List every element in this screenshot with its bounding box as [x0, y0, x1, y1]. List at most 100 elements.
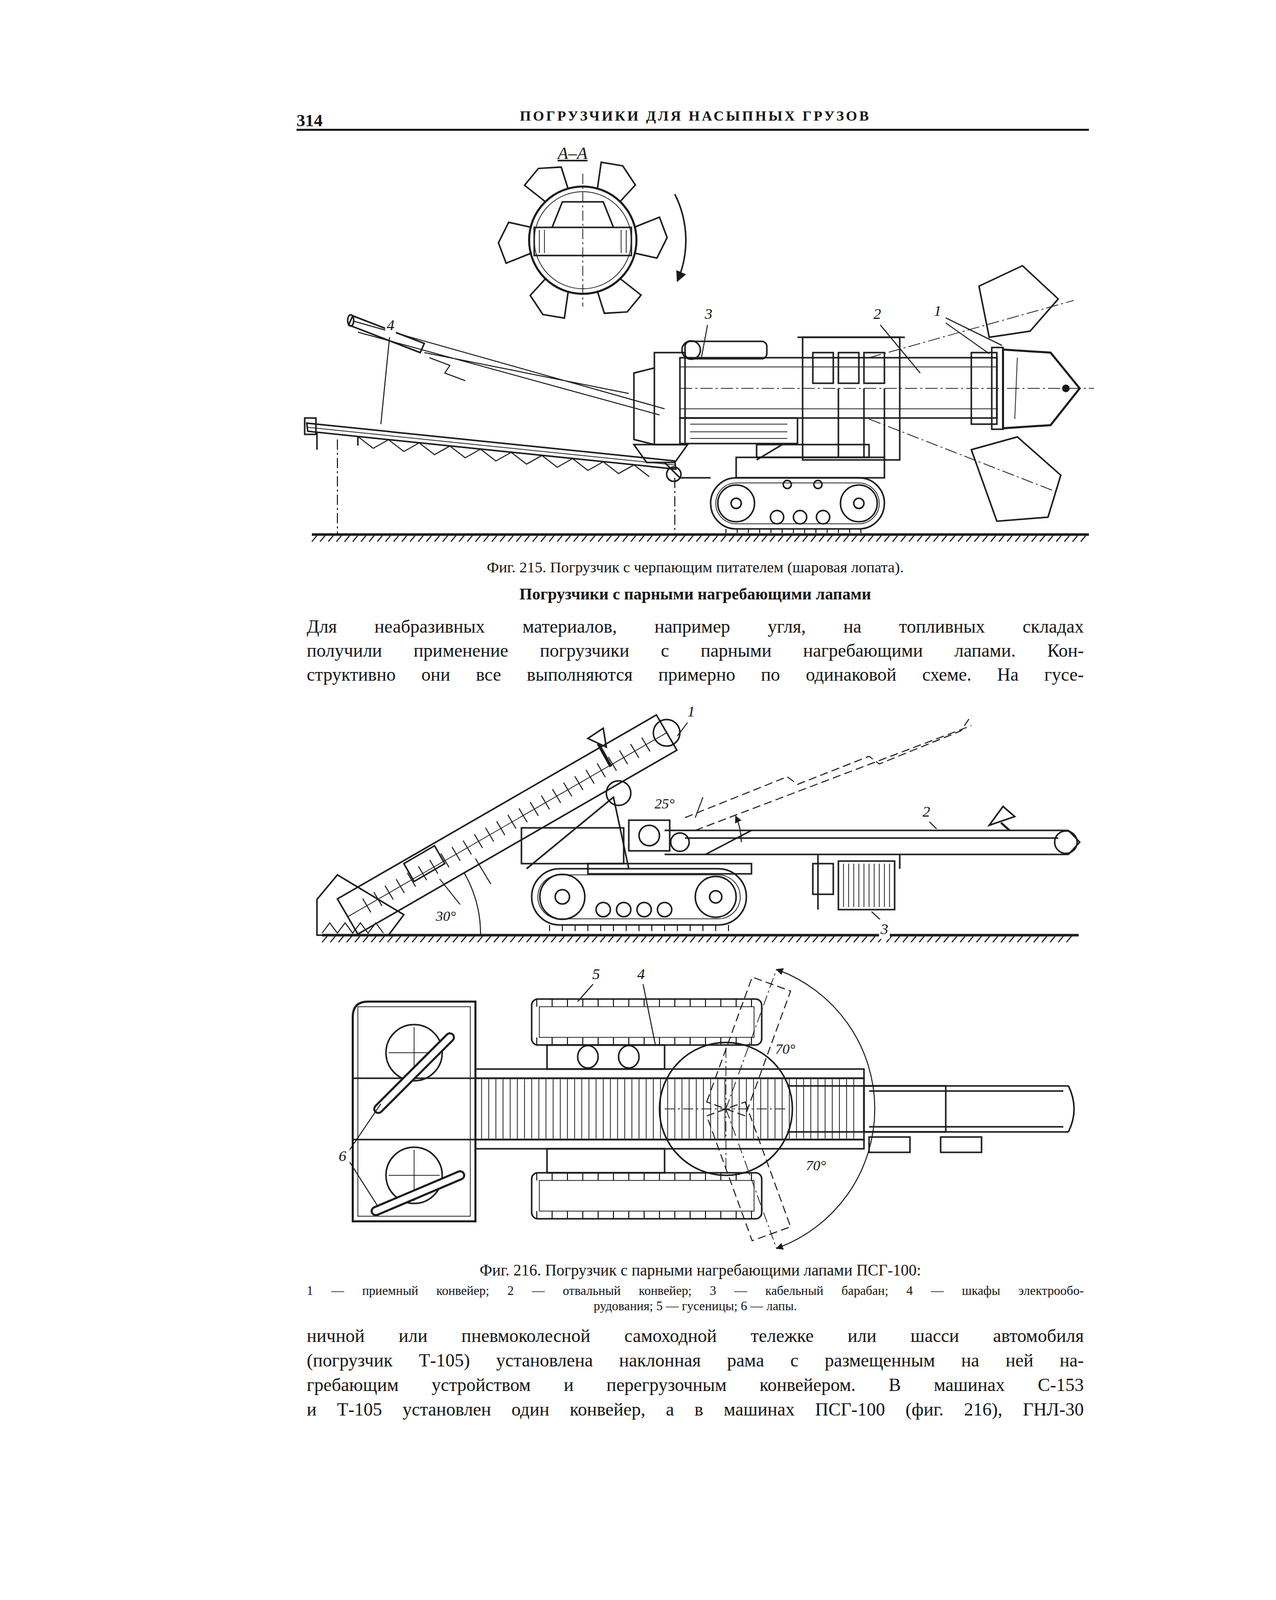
- conveyor-4: [306, 423, 676, 470]
- ground-hatch: [467, 535, 473, 542]
- loader-figure-216-plan: [349, 969, 1075, 1249]
- discharge-conveyor: [664, 830, 1069, 855]
- ground-hatch: [1056, 535, 1062, 542]
- receiving-conveyor-plan: [538, 1079, 540, 1139]
- crawler-tracks-plan: [536, 999, 752, 1220]
- crawler-tracks: [781, 529, 783, 534]
- crawler-tracks-plan: [582, 1211, 584, 1220]
- ground-hatch: [1015, 535, 1021, 542]
- cable-drum: [812, 863, 834, 895]
- ground-hatch: [728, 535, 735, 542]
- crawler-tracks: [710, 477, 885, 534]
- crawler-tracks-plan: [735, 999, 737, 1008]
- cable-drum: [868, 863, 870, 908]
- ground-hatch: [616, 936, 622, 943]
- crawler-tracks: [715, 925, 717, 932]
- ground-hatch: [649, 936, 655, 943]
- crawler-tracks-plan: [720, 1037, 722, 1046]
- crawler-tracks: [792, 529, 794, 534]
- ground-hatch: [837, 936, 843, 943]
- ground-hatch: [534, 936, 540, 943]
- receiving-conveyor: [463, 840, 472, 855]
- discharge-conveyor-plan: [776, 969, 875, 1249]
- receiving-conveyor: [347, 733, 667, 918]
- callout-number: 4: [635, 964, 647, 985]
- ground-hatch: [311, 535, 1086, 542]
- crawler-tracks-plan: [547, 1045, 665, 1070]
- ground-hatch: [712, 535, 718, 542]
- ground-hatch: [818, 535, 825, 542]
- machine-body: [863, 352, 885, 384]
- ground-hatch: [745, 535, 751, 542]
- crawler-tracks-plan: [750, 1211, 753, 1220]
- ground-hatch: [526, 936, 532, 943]
- receiving-conveyor: [362, 898, 371, 913]
- angle-arc: [464, 873, 481, 935]
- ground-hatch: [1041, 936, 1047, 943]
- leader-lines: [945, 317, 1002, 354]
- receiving-conveyor-plan: [810, 1079, 812, 1139]
- machine-body: [639, 825, 660, 847]
- section-a-a: [674, 194, 687, 282]
- crawler-tracks: [537, 875, 741, 920]
- ground-hatch: [696, 535, 702, 542]
- ground-hatch: [688, 535, 694, 542]
- ground-hatch: [681, 936, 688, 943]
- crawler-tracks-plan: [704, 999, 706, 1008]
- receiving-conveyor-plan: [566, 1079, 568, 1139]
- section-a-a: [498, 155, 668, 326]
- ground-hatch: [835, 535, 841, 542]
- feed-hopper: [633, 444, 711, 482]
- ground-hatch: [1025, 936, 1031, 943]
- crawler-tracks: [770, 510, 784, 524]
- ground-hatch: [362, 936, 369, 943]
- machine-body: [633, 368, 655, 445]
- ground-hatch: [1000, 936, 1007, 943]
- machine-body: [628, 820, 670, 852]
- loader-figure-215: [304, 155, 1095, 542]
- ground-hatch: [810, 535, 816, 542]
- ball-shovel: [679, 388, 1095, 390]
- body-text-line: ничной или пневмоколесной самоходной тел…: [306, 1325, 1084, 1349]
- crawler-tracks: [616, 902, 631, 918]
- discharge-conveyor: [695, 797, 703, 818]
- machine-body: [606, 781, 631, 806]
- ground-hatch: [1080, 535, 1086, 542]
- ground-hatch: [771, 936, 778, 943]
- ground-hatch: [434, 535, 440, 542]
- ground-hatch: [861, 936, 868, 943]
- conveyor-4: [304, 418, 316, 435]
- ground-hatch: [949, 535, 955, 542]
- ground-hatch: [485, 936, 491, 943]
- crawler-tracks: [727, 925, 729, 932]
- cable-drum: [883, 863, 885, 908]
- crawler-tracks-plan: [643, 1173, 645, 1181]
- ground-hatch: [608, 936, 614, 943]
- ground-hatch: [581, 535, 587, 542]
- ground-hatch: [1039, 535, 1045, 542]
- ground-hatch: [796, 936, 802, 943]
- ground-hatch: [346, 936, 352, 943]
- receiving-conveyor: [322, 923, 384, 934]
- ground-hatch: [477, 936, 483, 943]
- dimension-line: [337, 439, 675, 535]
- ground-hatch: [673, 936, 679, 943]
- ground-hatch: [737, 535, 743, 542]
- ground-hatch: [524, 535, 530, 542]
- machine-body: [587, 728, 607, 748]
- angle-dimension: 25°: [652, 794, 676, 813]
- crawler-tracks: [725, 529, 727, 534]
- receiving-conveyor-plan: [509, 1079, 511, 1139]
- gathering-plate: [375, 1175, 461, 1212]
- discharge-conveyor: [735, 816, 742, 843]
- crawler-tracks: [837, 529, 839, 534]
- ground-hatch: [960, 936, 966, 943]
- ground-hatch: [589, 535, 596, 542]
- ground-hatch: [632, 936, 638, 943]
- crawler-tracks-plan: [539, 1180, 755, 1212]
- receiving-conveyor: [518, 808, 528, 823]
- crawler-tracks-plan: [566, 1173, 568, 1181]
- ground-hatch: [853, 936, 859, 943]
- ground-hatch: [1050, 936, 1056, 943]
